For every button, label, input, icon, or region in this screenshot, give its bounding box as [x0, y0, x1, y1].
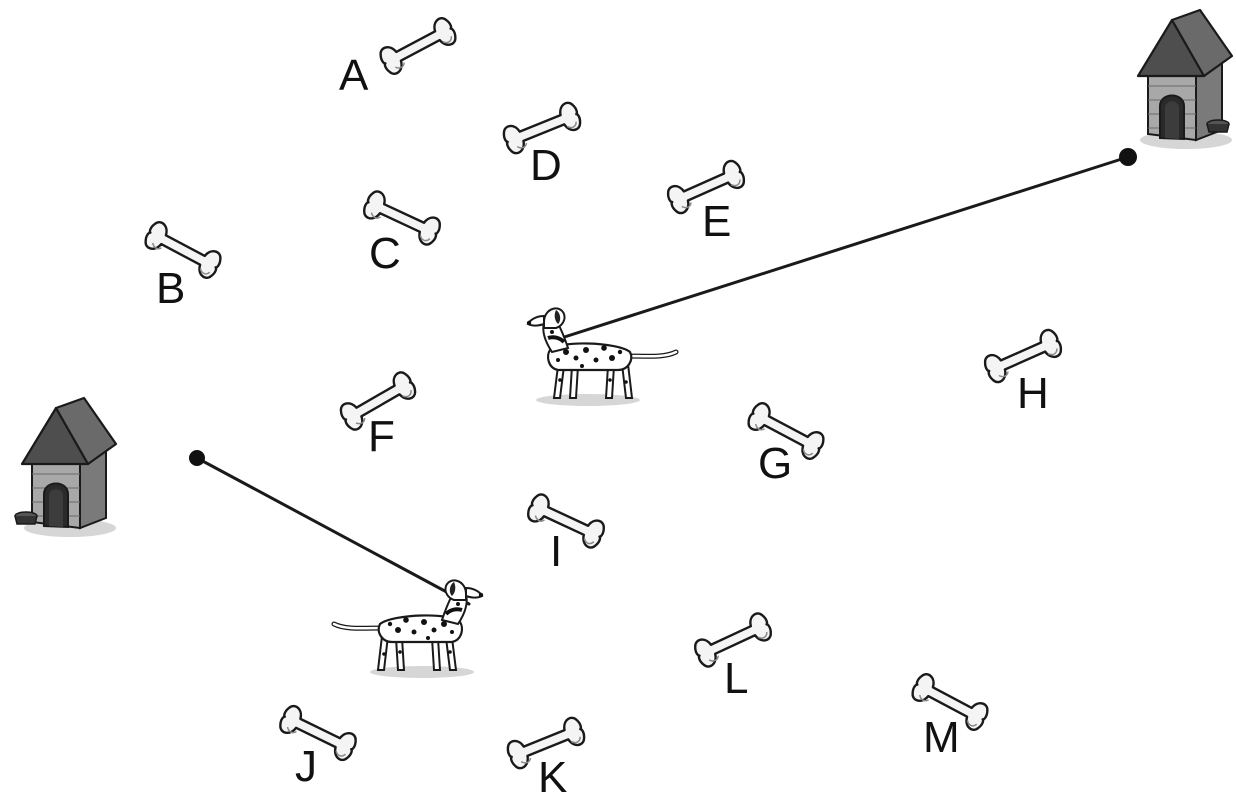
bone-label-f: F	[368, 412, 395, 461]
bone-label-e: E	[702, 197, 731, 246]
leash-stake-icon	[1119, 148, 1137, 166]
bone-label-i: I	[550, 527, 562, 576]
leash-line-left	[197, 458, 469, 604]
bone-icon	[377, 15, 458, 76]
bone-icon	[277, 703, 359, 762]
bone-label-j: J	[295, 742, 317, 791]
doghouse-icon	[15, 398, 116, 537]
bone-label-d: D	[530, 141, 562, 190]
bone-label-k: K	[538, 753, 567, 794]
dalmatian-dog-icon	[334, 580, 483, 678]
bone-label-b: B	[156, 264, 185, 313]
leash-stake-icon	[189, 450, 205, 466]
dalmatian-dog-icon	[527, 308, 676, 406]
bone-label-l: L	[724, 654, 748, 703]
bone-label-m: M	[923, 713, 960, 762]
bone-label-c: C	[369, 229, 401, 278]
leash-line-right	[555, 157, 1128, 340]
doghouse-icon	[1138, 10, 1232, 149]
bone-label-a: A	[339, 51, 369, 100]
bone-icon	[525, 492, 607, 550]
bone-label-h: H	[1017, 369, 1049, 418]
bone-label-g: G	[758, 439, 792, 488]
